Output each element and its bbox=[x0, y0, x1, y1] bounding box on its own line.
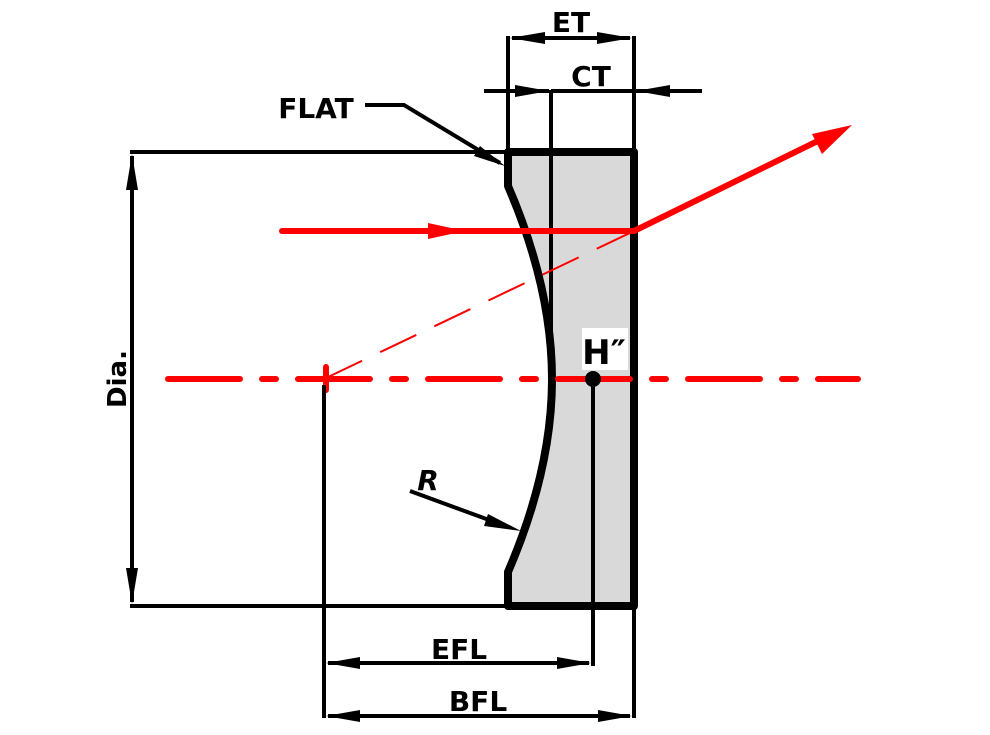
flat-leader: FLAT bbox=[278, 92, 505, 166]
radius-leader: R bbox=[409, 464, 521, 531]
et-label: ET bbox=[552, 6, 590, 39]
focal-point-marker bbox=[322, 364, 329, 718]
flat-label: FLAT bbox=[278, 92, 354, 125]
incoming-ray bbox=[279, 223, 637, 239]
r-label: R bbox=[417, 464, 439, 497]
dia-dimension: Dia. bbox=[103, 150, 508, 608]
bfl-dimension: BFL bbox=[326, 685, 632, 722]
principal-point: H″ bbox=[582, 328, 628, 666]
ct-label: CT bbox=[571, 60, 611, 93]
efl-dimension: EFL bbox=[326, 633, 591, 669]
et-dimension: ET bbox=[510, 6, 632, 44]
ct-dimension: CT bbox=[484, 60, 702, 97]
h-double-prime-label: H″ bbox=[582, 333, 626, 373]
bfl-label: BFL bbox=[449, 685, 507, 718]
outgoing-ray bbox=[631, 125, 852, 234]
efl-label: EFL bbox=[431, 633, 487, 666]
dia-label: Dia. bbox=[103, 350, 133, 408]
